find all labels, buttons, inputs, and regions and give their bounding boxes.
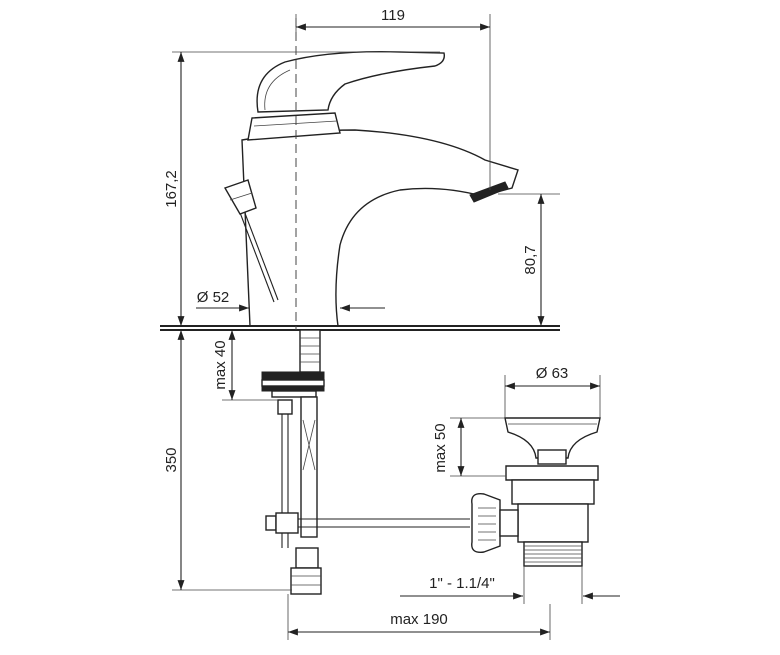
- dim-base-diameter-label: Ø 52: [197, 289, 230, 306]
- faucet-body: [241, 51, 519, 327]
- waste-valve: [471, 417, 601, 567]
- dim-counter-max-label: max 40: [212, 340, 229, 389]
- dim-reach-max-label: max 190: [390, 611, 448, 628]
- dim-supply-length-label: 350: [163, 447, 180, 472]
- dim-spout-height-label: 80,7: [522, 245, 539, 274]
- dimension-lines: [172, 14, 620, 640]
- dim-thread-label: 1" - 1.1/4": [429, 575, 495, 592]
- popup-linkage: [265, 512, 470, 534]
- dim-width-label: 119: [381, 7, 405, 24]
- dim-waste-diameter-label: Ø 63: [536, 365, 569, 382]
- dim-waste-max-label: max 50: [432, 423, 449, 472]
- countertop: [160, 325, 560, 331]
- mounting-stud: [261, 329, 325, 538]
- popup-rod: [223, 179, 279, 303]
- dim-height-label: 167,2: [163, 170, 180, 208]
